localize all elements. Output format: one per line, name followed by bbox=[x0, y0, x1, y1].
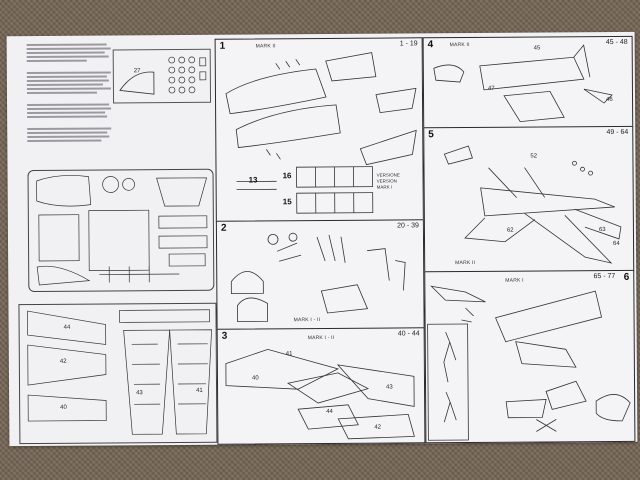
part-label-42: 42 bbox=[374, 424, 382, 431]
part-label-43: 43 bbox=[386, 384, 393, 391]
version-notes: VERSIONE VERSION MARK I bbox=[377, 172, 400, 190]
wing-assembly-drawing bbox=[225, 348, 415, 440]
paint-chart-drawing bbox=[119, 56, 207, 95]
step-panel-6: 6 MARK I 65 - 77 bbox=[424, 269, 636, 444]
part-label-13: 13 bbox=[248, 175, 258, 185]
version-mark: MARK I - II bbox=[293, 317, 321, 324]
paint-chart-label: 27 bbox=[133, 68, 141, 75]
part-label-16: 16 bbox=[282, 171, 292, 181]
instructions-text-block bbox=[26, 41, 112, 144]
tail-assembly-drawing bbox=[433, 44, 613, 123]
left-column: 27 bbox=[7, 35, 218, 446]
part-label-62: 62 bbox=[506, 227, 514, 234]
step-panel-4: 4 MARK II 45 - 48 45 47 46 bbox=[422, 35, 634, 130]
final-assembly-drawing bbox=[427, 285, 631, 441]
part-label-46: 46 bbox=[606, 96, 613, 104]
fuselage-assembly-drawing bbox=[225, 52, 417, 214]
step-panel-1: 1 MARK II 1 - 19 13 16 15 VERSIONE VERSI bbox=[214, 37, 424, 223]
part-label-45: 45 bbox=[533, 45, 541, 52]
paint-chart: 27 bbox=[112, 48, 212, 104]
step-panel-3: 3 MARK I - II 40 - 44 41 40 43 44 42 bbox=[216, 327, 426, 445]
part-label-64: 64 bbox=[613, 240, 620, 247]
part-label-63: 63 bbox=[598, 227, 606, 234]
sprue-label-44: 44 bbox=[63, 324, 71, 331]
instruction-sheet: 27 bbox=[6, 31, 638, 447]
sprue-label-43: 43 bbox=[136, 390, 143, 397]
part-label-15: 15 bbox=[282, 197, 292, 207]
wing-parts-drawing bbox=[27, 309, 212, 435]
part-label-40: 40 bbox=[251, 375, 259, 382]
part-label-44: 44 bbox=[326, 408, 333, 415]
step-panel-2: 2 20 - 39 MARK I - II bbox=[215, 219, 425, 331]
sprue-label-41: 41 bbox=[196, 387, 203, 394]
sprue-frame-lower: 44 41 42 43 40 bbox=[18, 302, 218, 445]
version-mark: MARK II bbox=[455, 259, 476, 267]
sprue-frame-upper bbox=[27, 168, 215, 293]
fuselage-wing-join-drawing bbox=[443, 145, 622, 264]
step-panel-5: 5 49 - 64 52 62 63 64 MARK II bbox=[423, 125, 635, 274]
part-label-47: 47 bbox=[487, 85, 495, 92]
sprue-parts-drawing bbox=[36, 175, 208, 286]
sprue-label-42: 42 bbox=[59, 358, 67, 365]
cockpit-assembly-drawing bbox=[230, 232, 406, 322]
part-label-52: 52 bbox=[530, 153, 538, 160]
version-note: MARK I bbox=[376, 184, 393, 190]
sprue-label-40: 40 bbox=[60, 404, 67, 411]
part-label-41: 41 bbox=[285, 351, 293, 358]
